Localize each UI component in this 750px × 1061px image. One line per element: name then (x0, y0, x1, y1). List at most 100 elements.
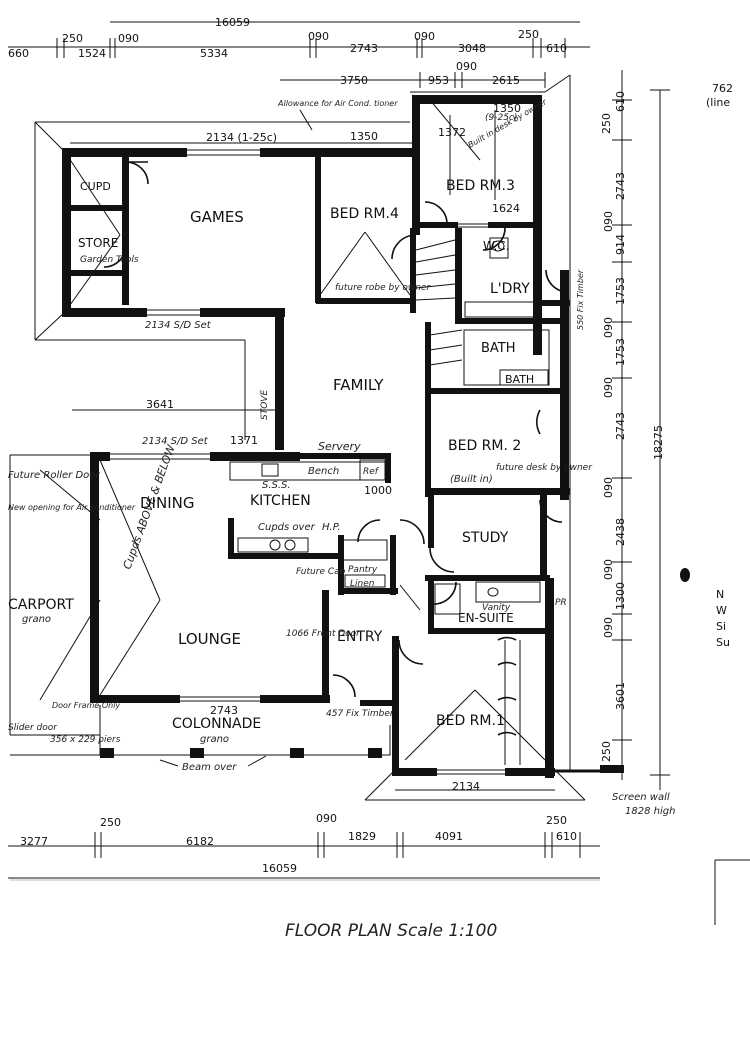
dim-top-090b: 090 (308, 30, 329, 43)
dim-top-2615: 2615 (492, 74, 520, 87)
note-future-desk: future desk by owner (496, 463, 593, 473)
dim-top-3048: 3048 (458, 42, 486, 55)
stairs (399, 239, 463, 611)
note-screen-wall: Screen wall (612, 792, 670, 803)
dim-top-2743: 2743 (350, 42, 378, 55)
dim-top-5334: 5334 (200, 47, 228, 60)
room-games: GAMES (190, 208, 244, 226)
note-550: 550 Fix Timber (576, 269, 585, 330)
room-family: FAMILY (333, 376, 384, 394)
windows (110, 149, 568, 775)
room-laundry: L'DRY (490, 281, 530, 297)
ink-blot (680, 568, 690, 582)
dim-bottom-3277: 3277 (20, 835, 48, 848)
dim-bottom-total: 16059 (262, 862, 297, 875)
note-beam-over: Beam over (182, 762, 237, 773)
dim-inner-1000: 1000 (364, 484, 392, 497)
dim-bottom-610: 610 (556, 830, 577, 843)
dim-bottom-1829: 1829 (348, 830, 376, 843)
dim-right-250a: 250 (600, 113, 613, 134)
room-study: STUDY (462, 530, 509, 546)
dim-right-1753a: 1753 (614, 277, 627, 305)
room-entry: ENTRY (337, 629, 383, 645)
dim-right-1300: 1300 (614, 582, 627, 610)
dim-bottom-250a: 250 (100, 816, 121, 829)
note-piers: 356 x 229 piers (50, 735, 121, 745)
dim-top-090c: 090 (414, 30, 435, 43)
dim-top-3750: 3750 (340, 74, 368, 87)
dim-top-250a: 250 (62, 32, 83, 45)
hip-lines (64, 99, 546, 761)
dim-right-090d: 090 (602, 477, 615, 498)
dim-bottom-090: 090 (316, 812, 337, 825)
dim-right-1753b: 1753 (614, 338, 627, 366)
vanity-label: Vanity (482, 603, 511, 613)
linen-label: Linen (350, 579, 375, 589)
bottom-dimension-chain: 3277 250 6182 090 1829 4091 250 610 1605… (8, 812, 600, 879)
piers (100, 748, 624, 773)
note-stove: STOVE (260, 390, 270, 420)
colonnade-sub: grano (200, 734, 229, 745)
right-dimension-chain: 610 250 2743 090 914 1753 090 1753 090 2… (600, 70, 733, 790)
dim-right-3601: 3601 (614, 682, 627, 710)
note-hp: H.P. (322, 522, 341, 533)
room-wc: W.C. (483, 239, 510, 253)
sss-label: S.S.S. (262, 480, 291, 491)
note-1066: 1066 Front Door (286, 629, 361, 639)
note-window: (9-25c) (485, 113, 517, 123)
dim-right-total: 18275 (652, 425, 665, 460)
fixtures (229, 110, 550, 765)
dim-inner-1350a: 1350 (350, 130, 378, 143)
note-cupds-over: Cupds over (258, 522, 316, 533)
note-builtin: (Built in) (450, 474, 493, 485)
dim-bottom-4091: 4091 (435, 830, 463, 843)
note-screen-wall-h: 1828 high (625, 806, 675, 817)
dim-top-090d: 090 (456, 60, 477, 73)
frame-fragment (10, 859, 750, 925)
right-edge-w: W (716, 604, 727, 617)
dim-inner-1371: 1371 (230, 434, 258, 447)
dim-top-250b: 250 (518, 28, 539, 41)
room-dining: DINING (140, 494, 194, 512)
dim-right-610: 610 (614, 91, 627, 112)
dim-right-2743a: 2743 (614, 172, 627, 200)
dim-top-953: 953 (428, 74, 449, 87)
doors (103, 161, 569, 736)
room-kitchen: KITCHEN (250, 493, 311, 509)
room-bed3: BED RM.3 (446, 178, 515, 194)
note-pr: PR (555, 598, 567, 608)
note-future-cab: Future Cab (296, 567, 346, 577)
room-carport: CARPORT (8, 597, 74, 613)
room-store: STORE (78, 236, 118, 250)
room-ensuite: EN-SUITE (458, 611, 514, 625)
room-bath: BATH (481, 341, 516, 356)
dim-bottom-6182: 6182 (186, 835, 214, 848)
room-cupd: CUPD (80, 180, 111, 193)
dim-right-2743b: 2743 (614, 412, 627, 440)
note-new-opening: New opening for Air conditioner (8, 503, 136, 512)
note-sd-set-mid: 2134 S/D Set (142, 436, 209, 447)
dim-top-660: 660 (8, 47, 29, 60)
room-labels: GAMES BED RM.4 BED RM.3 CUPD STORE Garde… (8, 178, 534, 745)
note-aircon: Allowance for Air Cond. tioner (277, 99, 398, 108)
dim-right-090f: 090 (602, 617, 615, 638)
dim-inner-3641: 3641 (146, 398, 174, 411)
bench-label: Bench (308, 466, 339, 477)
room-bed2: BED RM. 2 (448, 438, 521, 454)
note-sd-set-top: 2134 S/D Set (145, 320, 212, 331)
room-lounge: LOUNGE (178, 630, 241, 648)
dim-inner-2134-top: 2134 (1-25c) (206, 131, 277, 144)
room-bed1: BED RM.1 (436, 713, 505, 729)
top-dimension-chain: 660 250 1524 090 5334 090 2743 090 3048 … (8, 16, 590, 88)
right-edge-su: Su (716, 636, 730, 649)
right-edge-n: N (716, 588, 724, 601)
room-colonnade: COLONNADE (172, 716, 261, 732)
dim-inner-2134-bottom: 2134 (452, 780, 480, 793)
dim-bottom-250b: 250 (546, 814, 567, 827)
dim-right-090a: 090 (602, 211, 615, 232)
dim-right-914: 914 (614, 234, 627, 255)
inner-dimensions: 2134 (1-25c) 1350 1350 1372 1624 3641 13… (70, 102, 555, 793)
note-roller-door: Future Roller Door (8, 470, 100, 481)
walls (62, 95, 570, 778)
